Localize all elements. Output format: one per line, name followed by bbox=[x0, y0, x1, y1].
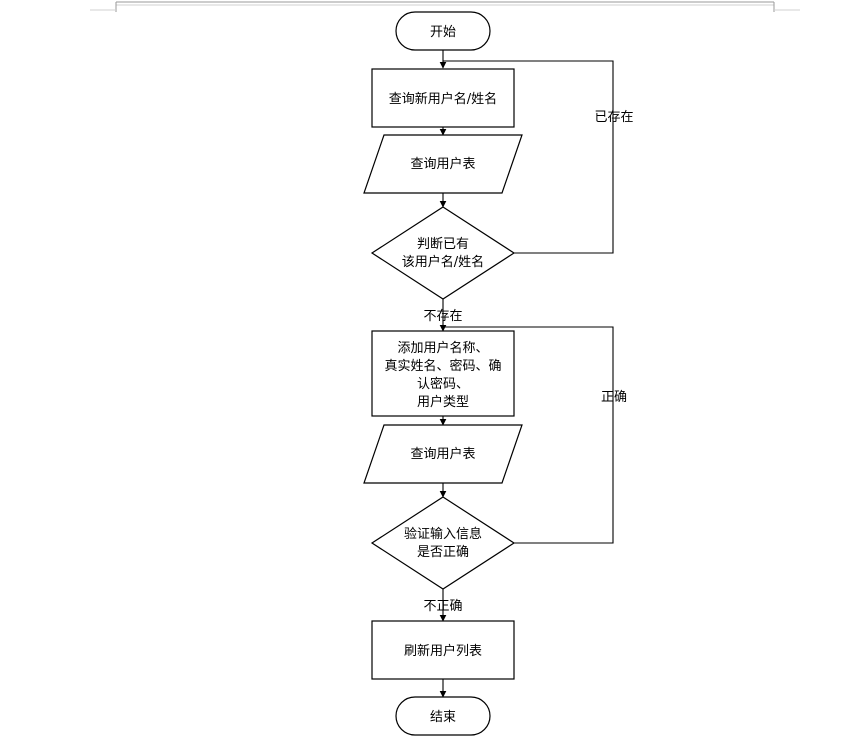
page-top-edge bbox=[90, 1, 800, 12]
label-exists: 已存在 bbox=[594, 110, 633, 125]
decision-exists: 判断已有 该用户名/姓名 bbox=[370, 206, 516, 300]
add-user-line-3: 认密码、 bbox=[417, 376, 469, 392]
refresh-list-label: 刷新用户列表 bbox=[404, 643, 482, 659]
decision-exists-line-2: 该用户名/姓名 bbox=[402, 254, 484, 270]
data-query-table-1: 查询用户表 bbox=[363, 134, 523, 194]
decision-validate-line-1: 验证输入信息 bbox=[404, 526, 482, 542]
decision-validate-line-2: 是否正确 bbox=[417, 545, 469, 560]
decision-exists-line-1: 判断已有 bbox=[417, 237, 469, 252]
process-query-name: 查询新用户名/姓名 bbox=[371, 68, 515, 128]
query-table-1-label: 查询用户表 bbox=[410, 156, 475, 172]
end-label: 结束 bbox=[430, 710, 456, 725]
edge-correct-loop bbox=[443, 326, 614, 544]
label-not-exists: 不存在 bbox=[423, 309, 462, 324]
end-node: 结束 bbox=[395, 696, 491, 736]
query-name-label: 查询新用户名/姓名 bbox=[389, 91, 497, 107]
label-incorrect: 不正确 bbox=[423, 599, 462, 614]
process-refresh-list: 刷新用户列表 bbox=[371, 620, 515, 680]
add-user-line-2: 真实姓名、密码、确 bbox=[384, 358, 501, 374]
decision-validate: 验证输入信息 是否正确 bbox=[370, 496, 516, 590]
add-user-line-1: 添加用户名称、 bbox=[397, 340, 488, 356]
data-query-table-2: 查询用户表 bbox=[363, 424, 523, 484]
add-user-line-4: 用户类型 bbox=[417, 394, 469, 410]
label-correct: 正确 bbox=[601, 390, 627, 405]
start-label: 开始 bbox=[430, 25, 456, 40]
query-table-2-label: 查询用户表 bbox=[410, 446, 475, 462]
process-add-user: 添加用户名称、 真实姓名、密码、确 认密码、 用户类型 bbox=[371, 330, 515, 417]
start-node: 开始 bbox=[395, 11, 491, 51]
edge-exists-loop bbox=[443, 60, 614, 254]
